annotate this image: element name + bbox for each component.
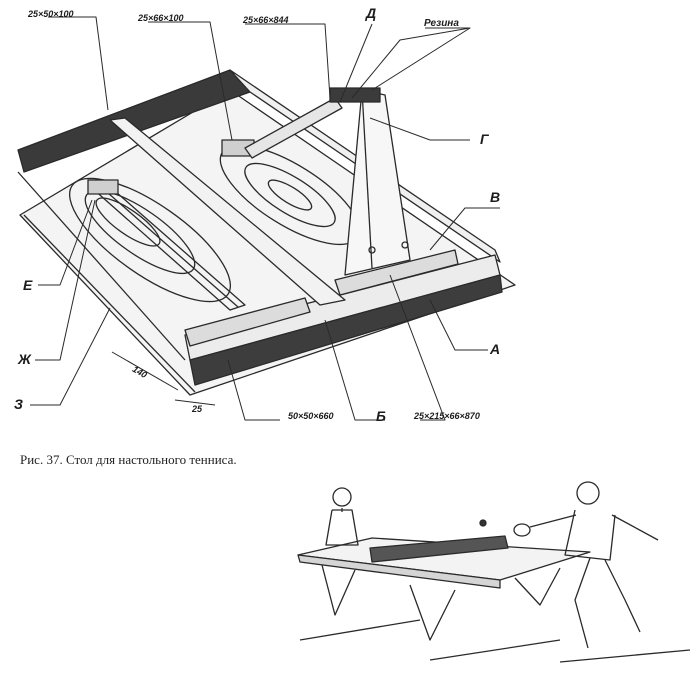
dim-label-top-mid: 25×66×100 — [138, 13, 184, 23]
label-e: Е — [23, 277, 33, 293]
figure-caption: Рис. 37. Стол для настольного тенниса. — [20, 452, 237, 467]
label-a: А — [490, 341, 501, 357]
label-v: В — [490, 189, 501, 205]
dim-label-top-right: 25×66×844 — [243, 15, 289, 25]
label-b: Б — [376, 408, 386, 424]
dim-label-bottom-right: 25×215×66×870 — [414, 411, 480, 421]
label-z: З — [14, 396, 23, 412]
leader-lines — [30, 16, 500, 421]
dim-label-25: 25 — [192, 404, 203, 414]
label-d: Д — [366, 5, 377, 21]
dim-label-bottom-mid: 50×50×660 — [288, 411, 334, 421]
players-illustration — [297, 481, 691, 663]
label-rubber: Резина — [424, 18, 459, 29]
table-frame-drawing — [17, 69, 516, 396]
label-zh: Ж — [18, 351, 31, 367]
label-g: Г — [480, 131, 489, 147]
dim-label-top-left: 25×50×100 — [28, 9, 74, 19]
